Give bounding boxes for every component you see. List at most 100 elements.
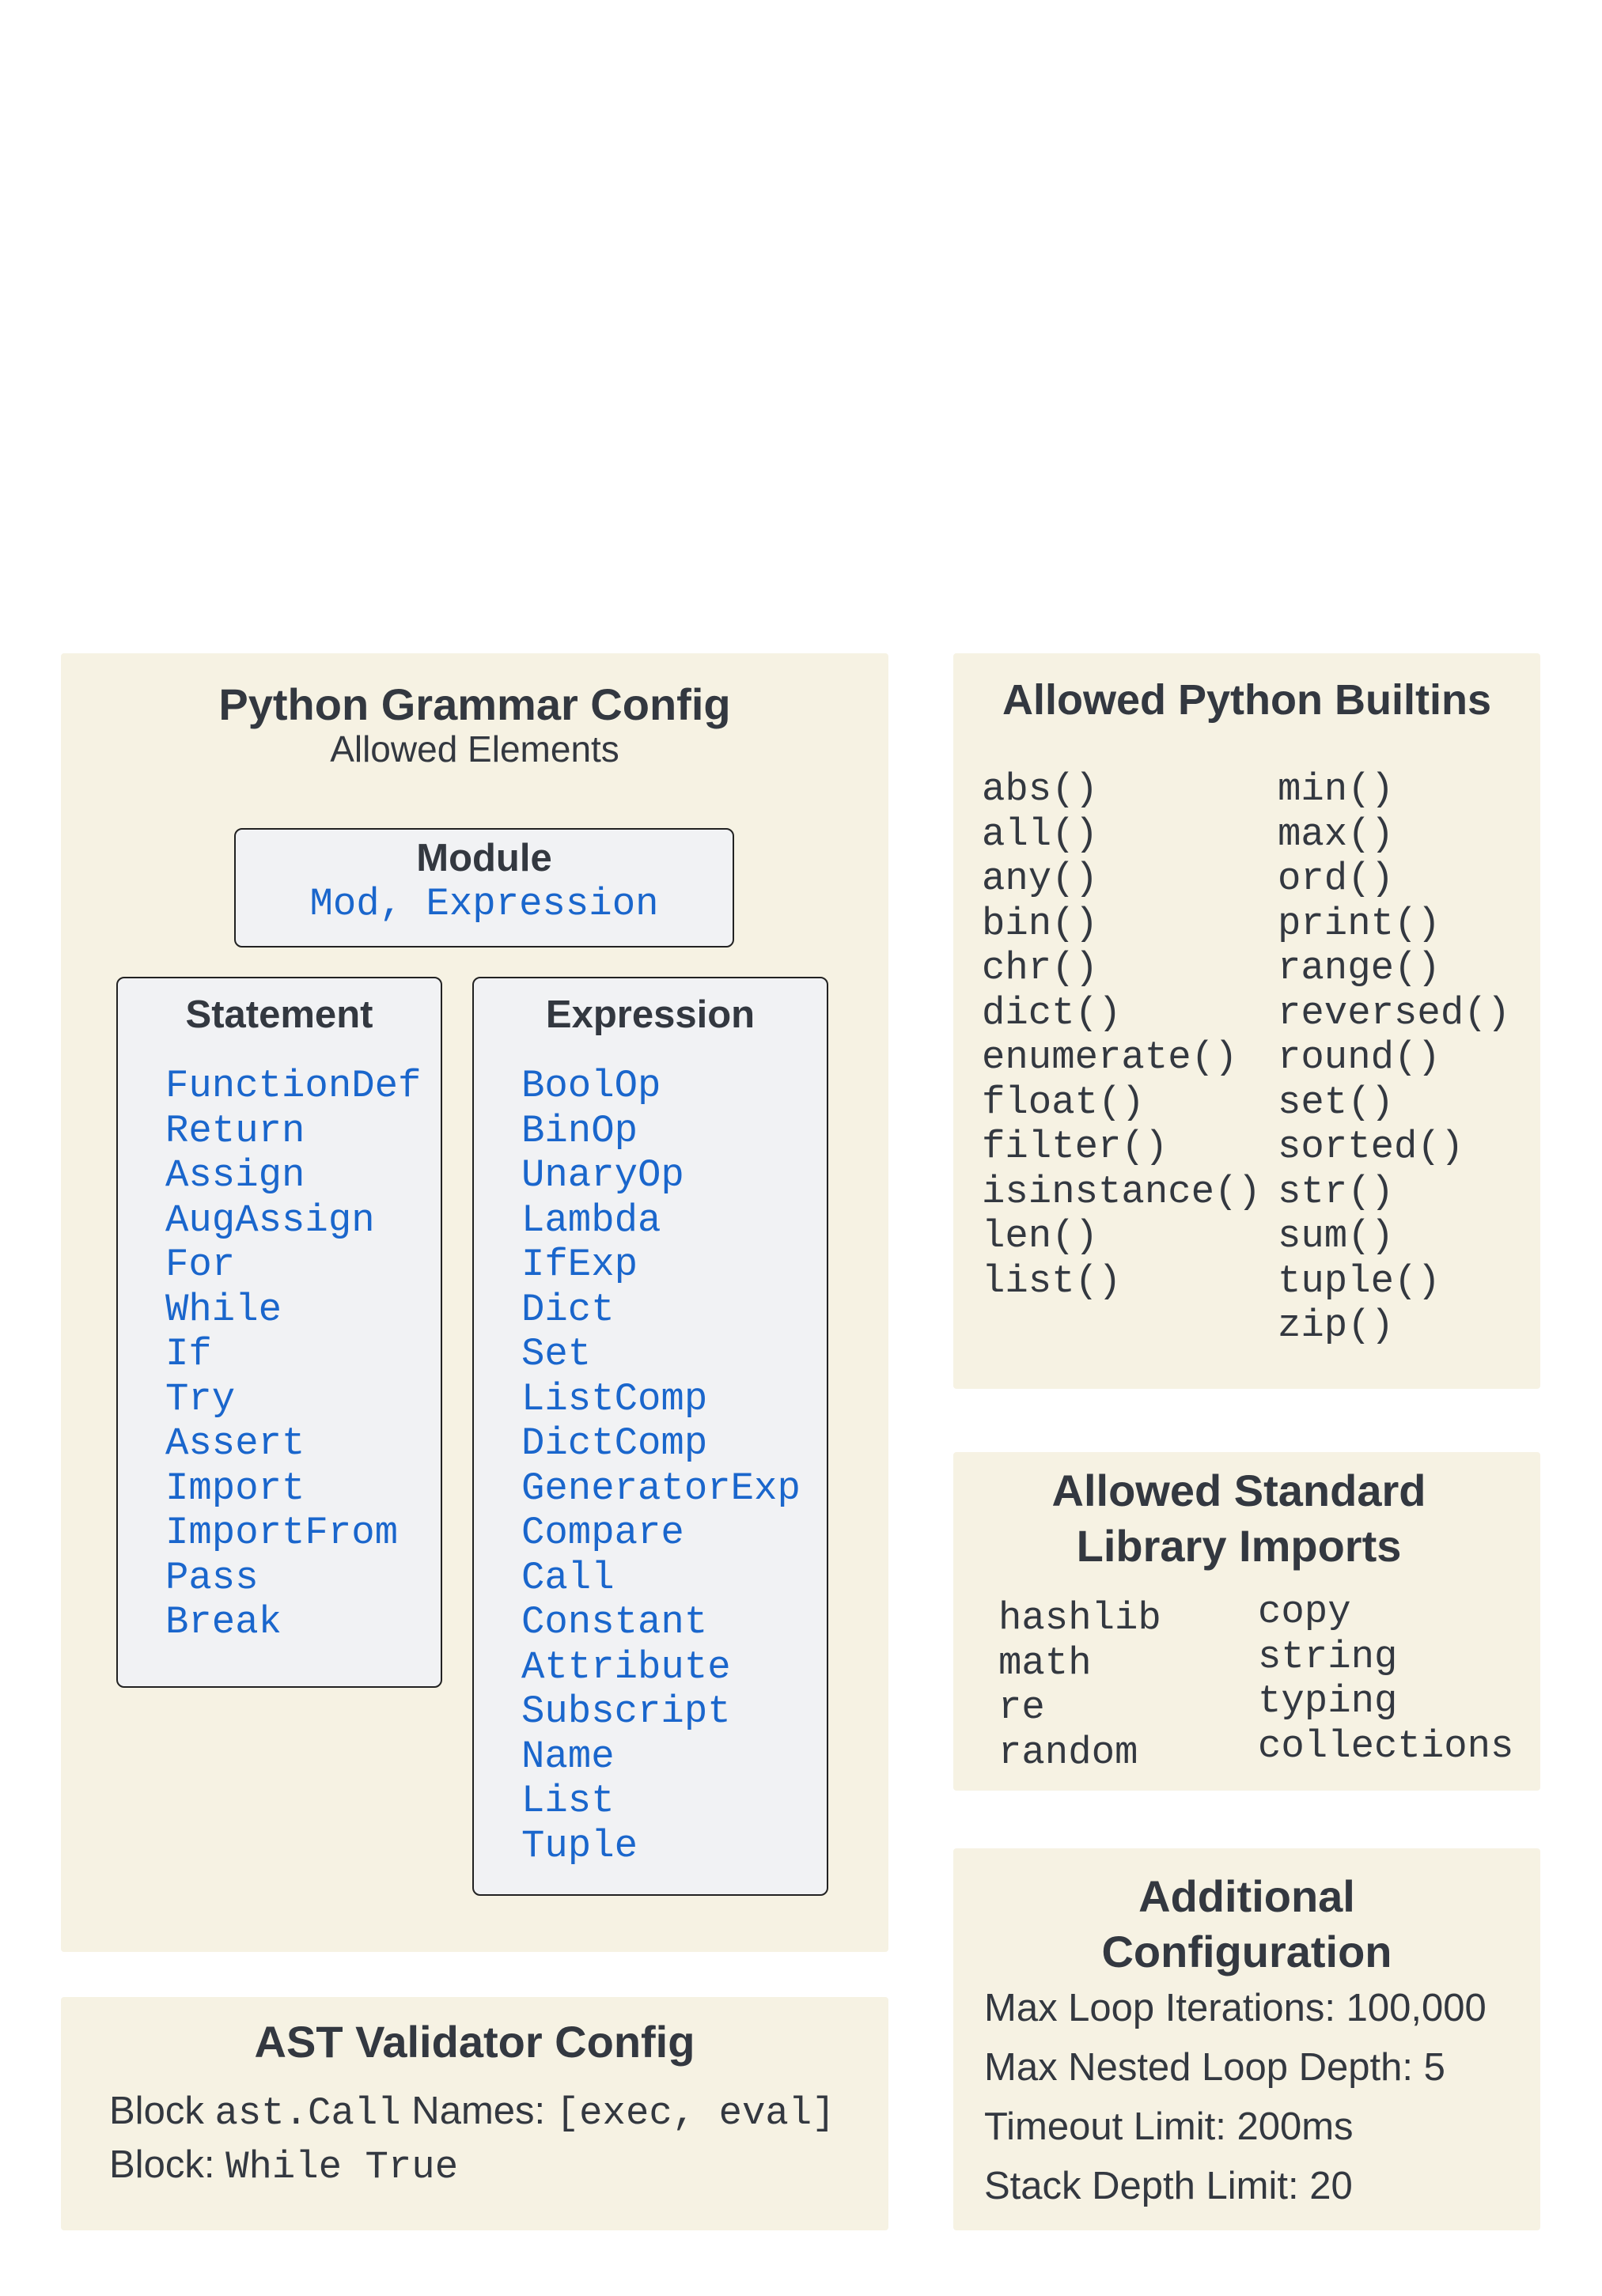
statement-item: Pass [165, 1555, 259, 1600]
stdlib-item: math [998, 1640, 1092, 1685]
builtin-item: reversed() [1278, 990, 1511, 1035]
grammar-config-panel: Python Grammar Config Allowed Elements M… [61, 653, 888, 1952]
builtin-item: set() [1278, 1080, 1395, 1125]
builtin-item: all() [982, 811, 1099, 857]
builtin-item: len() [982, 1214, 1099, 1258]
builtin-item: max() [1278, 811, 1395, 857]
stdlib-item: collections [1258, 1723, 1514, 1768]
builtin-item: sum() [1278, 1214, 1395, 1258]
statement-item: While [165, 1287, 282, 1332]
ast-line1-code2: [exec, eval] [555, 2091, 835, 2135]
ast-line1-prefix: Block [109, 2090, 215, 2132]
stdlib-title-line2: Library Imports [1076, 1521, 1402, 1571]
statement-item: For [165, 1243, 236, 1287]
stdlib-title-line1: Allowed Standard [1051, 1466, 1426, 1515]
expression-item: List [521, 1779, 615, 1823]
expression-item: Name [521, 1734, 615, 1779]
builtin-item: sorted() [1278, 1125, 1464, 1169]
builtins-col1: abs()all()any()bin()chr()dict()enumerate… [982, 767, 1261, 1303]
statement-item: Try [165, 1376, 236, 1421]
additional-config-title: Additional Configuration [953, 1869, 1540, 1980]
expression-item: IfExp [521, 1243, 638, 1287]
config-item: Timeout Limit: 200ms [984, 2105, 1354, 2148]
grammar-config-subtitle: Allowed Elements [330, 728, 619, 770]
ast-line2-code: While True [225, 2145, 459, 2189]
statement-item: FunctionDef [165, 1064, 422, 1108]
builtin-item: isinstance() [982, 1169, 1261, 1214]
expression-item: ListComp [521, 1376, 708, 1421]
config-item: Stack Depth Limit: 20 [984, 2165, 1353, 2207]
ast-block-while-line: Block: While True [109, 2143, 458, 2189]
stdlib-item: hashlib [998, 1596, 1161, 1640]
ast-line1-mid: Names: [400, 2090, 556, 2132]
expression-item: Attribute [521, 1644, 731, 1689]
stdlib-item: copy [1258, 1590, 1351, 1634]
config-item: Max Loop Iterations: 100,000 [984, 1987, 1486, 2029]
builtin-item: min() [1278, 767, 1395, 811]
stdlib-item: string [1258, 1634, 1398, 1679]
expression-item: Subscript [521, 1689, 731, 1734]
builtins-panel: Allowed Python Builtins abs()all()any()b… [953, 653, 1540, 1389]
ast-line2-prefix: Block: [109, 2143, 226, 2186]
statement-item: Break [165, 1600, 282, 1644]
builtin-item: zip() [1278, 1303, 1395, 1348]
expression-item: Lambda [521, 1197, 661, 1243]
expression-item: GeneratorExp [521, 1466, 801, 1511]
expression-item: Compare [521, 1511, 684, 1555]
module-box: Module Mod, Expression [234, 828, 734, 948]
builtin-item: ord() [1278, 857, 1395, 901]
ast-validator-panel: AST Validator Config Block ast.Call Name… [61, 1997, 888, 2230]
statement-box-title: Statement [185, 993, 373, 1036]
additional-title-line1: Additional [1138, 1871, 1355, 1921]
builtin-item: filter() [982, 1125, 1168, 1169]
module-box-items: Mod, Expression [309, 882, 659, 926]
statement-item: AugAssign [165, 1197, 375, 1243]
expression-item: Tuple [521, 1823, 638, 1868]
expression-item: UnaryOp [521, 1153, 684, 1197]
builtin-item: tuple() [1278, 1258, 1441, 1303]
grammar-config-title: Python Grammar Config [218, 679, 731, 729]
builtin-item: dict() [982, 990, 1122, 1035]
statement-item: Assign [165, 1153, 305, 1197]
builtin-item: range() [1278, 946, 1441, 990]
builtin-item: float() [982, 1080, 1145, 1125]
stdlib-panel: Allowed Standard Library Imports hashlib… [953, 1452, 1540, 1791]
ast-validator-title: AST Validator Config [254, 2017, 695, 2067]
stdlib-item: re [998, 1685, 1045, 1730]
builtin-item: abs() [982, 767, 1099, 811]
builtin-item: list() [982, 1258, 1122, 1303]
additional-config-panel: Additional Configuration Max Loop Iterat… [953, 1848, 1540, 2230]
builtin-item: print() [1278, 901, 1441, 946]
expression-item: Call [521, 1555, 615, 1600]
builtin-item: any() [982, 857, 1099, 901]
expression-item: BinOp [521, 1108, 638, 1153]
statement-item: If [165, 1332, 212, 1376]
ast-line1-code1: ast.Call [214, 2091, 401, 2135]
builtins-title: Allowed Python Builtins [1002, 676, 1491, 724]
builtin-item: round() [1278, 1035, 1441, 1080]
stdlib-item: typing [1258, 1679, 1398, 1723]
expression-box-title: Expression [545, 993, 756, 1036]
stdlib-title: Allowed Standard Library Imports [953, 1463, 1524, 1574]
statement-item: Assert [165, 1421, 305, 1466]
expression-item: Dict [521, 1287, 615, 1332]
builtin-item: str() [1278, 1169, 1395, 1214]
additional-title-line2: Configuration [1101, 1927, 1392, 1976]
module-box-title: Module [416, 837, 552, 879]
statement-item: ImportFrom [165, 1511, 399, 1555]
expression-item: Set [521, 1332, 592, 1376]
expression-item: DictComp [521, 1421, 708, 1466]
expression-item: BoolOp [521, 1064, 661, 1108]
expression-item: Constant [521, 1600, 708, 1644]
config-item: Max Nested Loop Depth: 5 [984, 2046, 1445, 2089]
ast-block-call-line: Block ast.Call Names: [exec, eval] [109, 2089, 835, 2135]
stdlib-item: random [998, 1730, 1138, 1775]
builtin-item: chr() [982, 946, 1099, 990]
